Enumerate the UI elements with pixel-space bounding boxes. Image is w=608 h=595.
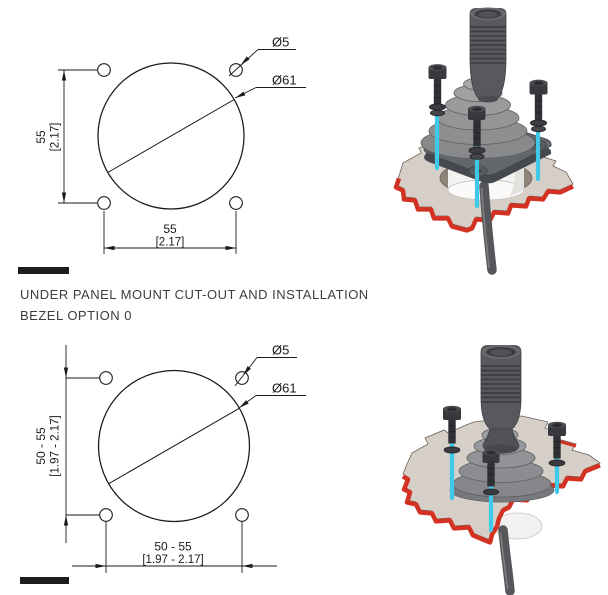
arrowhead — [63, 367, 69, 378]
handle-ribs — [470, 26, 506, 64]
cutout-diagonal-line — [107, 99, 235, 173]
panel-cut-edge — [393, 177, 574, 233]
arrowhead — [225, 245, 236, 251]
panel-cut-edge — [557, 439, 577, 448]
divider-bar-bottom — [20, 577, 69, 584]
cable — [479, 181, 497, 275]
vertical-dim-inch-label: [1.97 - 2.17] — [50, 415, 62, 476]
divider-bar-top — [18, 267, 69, 274]
joystick-handle — [480, 345, 522, 454]
mounting-hole — [97, 63, 111, 77]
handle-ribs — [481, 365, 521, 403]
top-cutout-drawing: 55 [2.17] 55 [2.17] Ø5 Ø61 — [34, 35, 306, 254]
cutout-dia-leader — [238, 395, 306, 409]
caption-line1: UNDER PANEL MOUNT CUT-OUT AND INSTALLATI… — [20, 287, 369, 302]
horizontal-dim-inch-label: [1.97 - 2.17] — [142, 554, 203, 566]
cutout-geometry — [97, 62, 245, 210]
mounting-screw — [548, 421, 566, 467]
mounting-screw — [428, 64, 447, 117]
arrowhead — [235, 91, 246, 98]
cutout-circle — [97, 369, 251, 523]
arrowhead — [239, 400, 249, 408]
cutout-diagonal-line — [108, 407, 240, 485]
horizontal-dim-mm-label: 55 — [163, 222, 177, 236]
horizontal-dimension — [103, 211, 237, 254]
vertical-dim-inch-label: [2.17] — [50, 123, 62, 152]
arrowhead — [63, 515, 69, 526]
cutout-diameter-label: Ø61 — [272, 381, 297, 396]
arrowhead — [104, 245, 115, 251]
mounting-hole — [229, 63, 243, 77]
mounting-screw — [468, 105, 486, 160]
arrowhead — [95, 563, 106, 569]
cable — [498, 525, 515, 595]
cutout-geometry — [97, 369, 251, 523]
horizontal-dim-mm-label: 50 - 55 — [154, 540, 192, 554]
mounting-screw — [529, 79, 548, 133]
horizontal-dim-inch-label: [2.17] — [156, 237, 185, 249]
arrowhead — [242, 366, 251, 376]
hole-diameter-label: Ø5 — [272, 35, 289, 50]
mounting-hole — [229, 196, 243, 210]
bottom-installation-render — [401, 345, 601, 595]
mounting-screw — [443, 405, 461, 454]
caption: UNDER PANEL MOUNT CUT-OUT AND INSTALLATI… — [20, 284, 440, 326]
mounting-hole — [235, 371, 249, 385]
arrowhead — [61, 70, 67, 81]
mounting-screw — [482, 449, 500, 496]
cutout-circle — [97, 62, 245, 210]
hole-diameter-label: Ø5 — [272, 343, 289, 358]
mounting-hole — [99, 371, 113, 385]
caption-line2: BEZEL OPTION 0 — [20, 308, 132, 323]
arrowhead — [242, 563, 253, 569]
vertical-dim-mm-label: 50 - 55 — [34, 427, 48, 465]
arrowhead — [240, 56, 250, 66]
joystick-handle — [469, 7, 507, 103]
vertical-dimension — [65, 345, 100, 543]
mounting-hole — [235, 508, 249, 522]
bottom-cutout-drawing: 50 - 55 [1.97 - 2.17] 50 - 55 [1.97 - 2.… — [34, 343, 306, 573]
cutout-dia-leader — [234, 87, 306, 99]
vertical-dim-mm-label: 55 — [34, 130, 48, 144]
top-installation-render — [393, 7, 574, 275]
vertical-dimension — [58, 69, 97, 204]
mounting-hole — [97, 196, 111, 210]
cutout-diameter-label: Ø61 — [272, 73, 297, 88]
panel-cut-edge — [401, 463, 601, 545]
arrowhead — [61, 192, 67, 203]
mounting-hole — [99, 508, 113, 522]
